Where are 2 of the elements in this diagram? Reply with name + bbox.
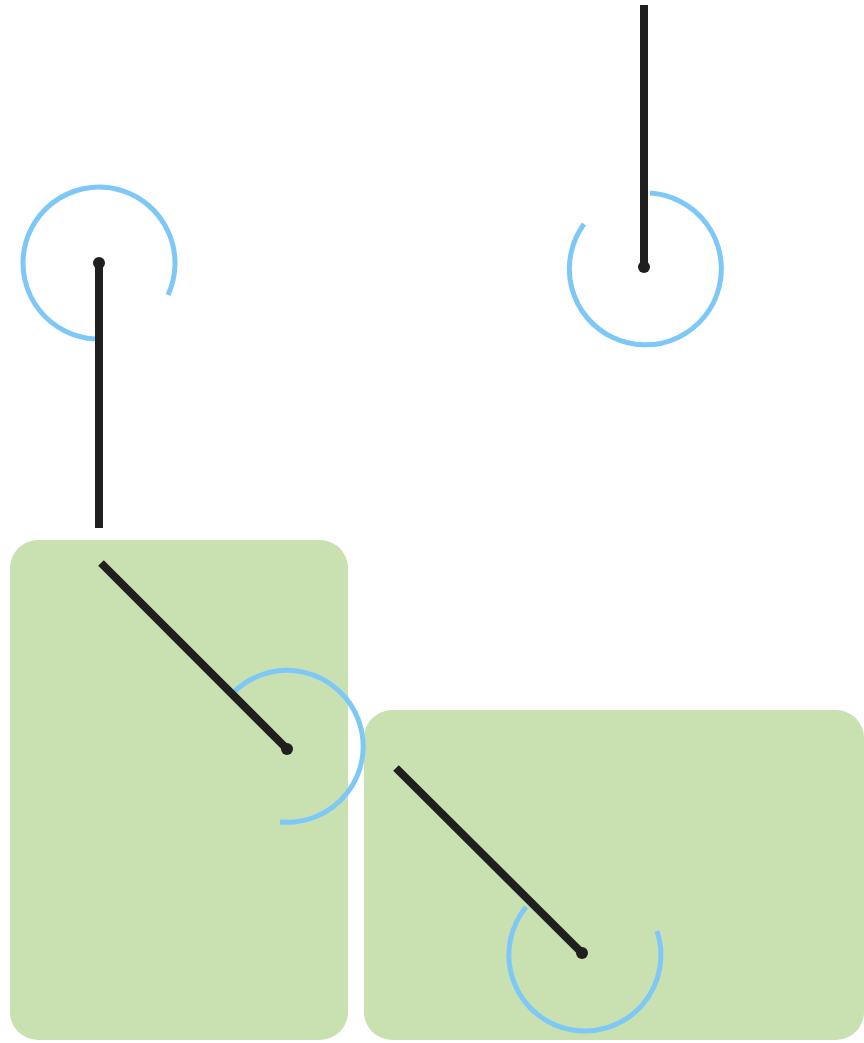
rounded-box	[10, 540, 348, 1040]
rounded-box	[364, 710, 864, 1040]
